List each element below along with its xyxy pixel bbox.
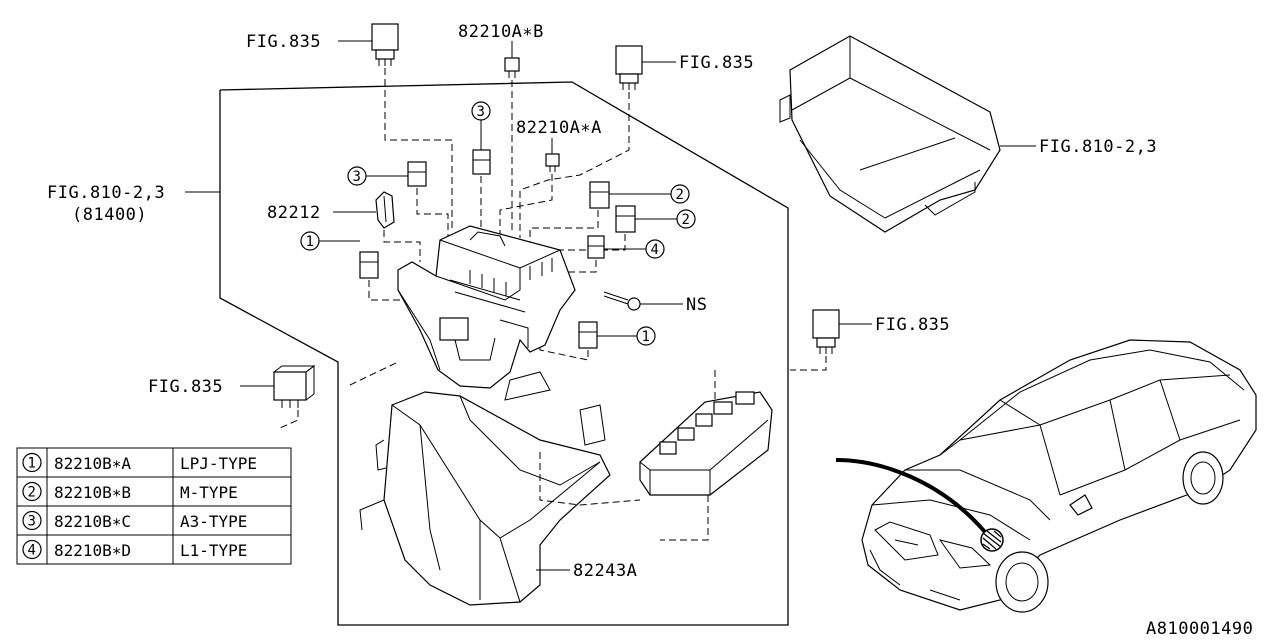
vehicle-location-illustration bbox=[861, 339, 1257, 613]
relay-right bbox=[812, 309, 840, 354]
ns-label[interactable]: NS bbox=[686, 295, 707, 315]
part-82210a-a-label[interactable]: 82210A∗A bbox=[516, 118, 602, 138]
legend-type: M-TYPE bbox=[180, 483, 238, 502]
fuse-l1 bbox=[587, 235, 605, 259]
callout-3-left: 3 bbox=[347, 166, 367, 186]
legend-row: 1 82210B∗A LPJ-TYPE bbox=[22, 452, 257, 473]
svg-text:1: 1 bbox=[306, 234, 314, 250]
legend-part[interactable]: 82210B∗B bbox=[54, 483, 131, 502]
fig810-box-label[interactable]: FIG.810-2,3 bbox=[47, 183, 165, 203]
legend-type: A3-TYPE bbox=[180, 512, 247, 531]
relay-top-right bbox=[615, 45, 643, 90]
fuse-a3-top bbox=[472, 149, 491, 175]
relay-top-left bbox=[371, 23, 399, 66]
legend-type: L1-TYPE bbox=[180, 541, 247, 560]
callout-4: 4 bbox=[645, 239, 665, 259]
fuse-a3-left bbox=[407, 161, 427, 187]
legend-row: 4 82210B∗D L1-TYPE bbox=[22, 539, 247, 560]
legend-num: 4 bbox=[28, 543, 36, 559]
callout-1-left: 1 bbox=[300, 231, 320, 251]
svg-text:2: 2 bbox=[682, 212, 690, 228]
svg-text:3: 3 bbox=[353, 169, 361, 185]
fig835-top-right-label[interactable]: FIG.835 bbox=[679, 53, 754, 73]
fuse-puller-82212 bbox=[375, 191, 395, 229]
fuse-lpj-right bbox=[578, 321, 598, 349]
legend-row: 2 82210B∗B M-TYPE bbox=[22, 481, 238, 502]
svg-text:1: 1 bbox=[642, 329, 650, 345]
relay-left bbox=[273, 365, 316, 408]
fig810-box-sub-label: (81400) bbox=[72, 205, 147, 225]
callout-3-top: 3 bbox=[471, 101, 491, 121]
legend-num: 1 bbox=[28, 456, 36, 472]
fuse-lpj-left bbox=[359, 251, 379, 279]
bolt-ns bbox=[603, 291, 641, 311]
diagram-code: A810001490 bbox=[1146, 619, 1253, 639]
fig835-right-label[interactable]: FIG.835 bbox=[875, 315, 950, 335]
legend-part[interactable]: 82210B∗C bbox=[54, 512, 131, 531]
fig835-top-left-label[interactable]: FIG.835 bbox=[246, 32, 321, 52]
part-82243a-label[interactable]: 82243A bbox=[573, 561, 637, 581]
callout-1-right: 1 bbox=[636, 326, 656, 346]
legend-part[interactable]: 82210B∗A bbox=[54, 454, 131, 473]
svg-text:3: 3 bbox=[477, 104, 485, 120]
relay-block bbox=[639, 391, 773, 496]
fuse-m-lower bbox=[615, 205, 636, 233]
legend-type: LPJ-TYPE bbox=[180, 454, 257, 473]
fuse-box-tray bbox=[359, 371, 611, 606]
assembly-frame bbox=[219, 81, 789, 626]
fuse-m-top bbox=[589, 181, 610, 209]
svg-text:4: 4 bbox=[651, 242, 659, 258]
callout-2-top: 2 bbox=[670, 184, 690, 204]
svg-text:2: 2 bbox=[676, 187, 684, 203]
fuse-box-cover bbox=[779, 35, 1001, 233]
callout-2-lower: 2 bbox=[676, 209, 696, 229]
legend-num: 3 bbox=[28, 514, 36, 530]
fuse-box-body bbox=[397, 225, 576, 389]
legend-row: 3 82210B∗C A3-TYPE bbox=[22, 510, 247, 531]
location-pointer bbox=[835, 458, 987, 534]
part-82212-label[interactable]: 82212 bbox=[267, 203, 321, 223]
legend-num: 2 bbox=[28, 485, 36, 501]
mini-fuse-a-b bbox=[504, 57, 520, 78]
fig835-left-label[interactable]: FIG.835 bbox=[148, 377, 223, 397]
fig810-cover-label[interactable]: FIG.810-2,3 bbox=[1039, 137, 1157, 157]
part-82210a-b-label[interactable]: 82210A∗B bbox=[458, 22, 544, 42]
legend-part[interactable]: 82210B∗D bbox=[54, 541, 131, 560]
fuse-type-legend: 1 82210B∗A LPJ-TYPE 2 82210B∗B M-TYPE 3 … bbox=[16, 447, 292, 565]
mini-fuse-a-a bbox=[545, 153, 560, 172]
